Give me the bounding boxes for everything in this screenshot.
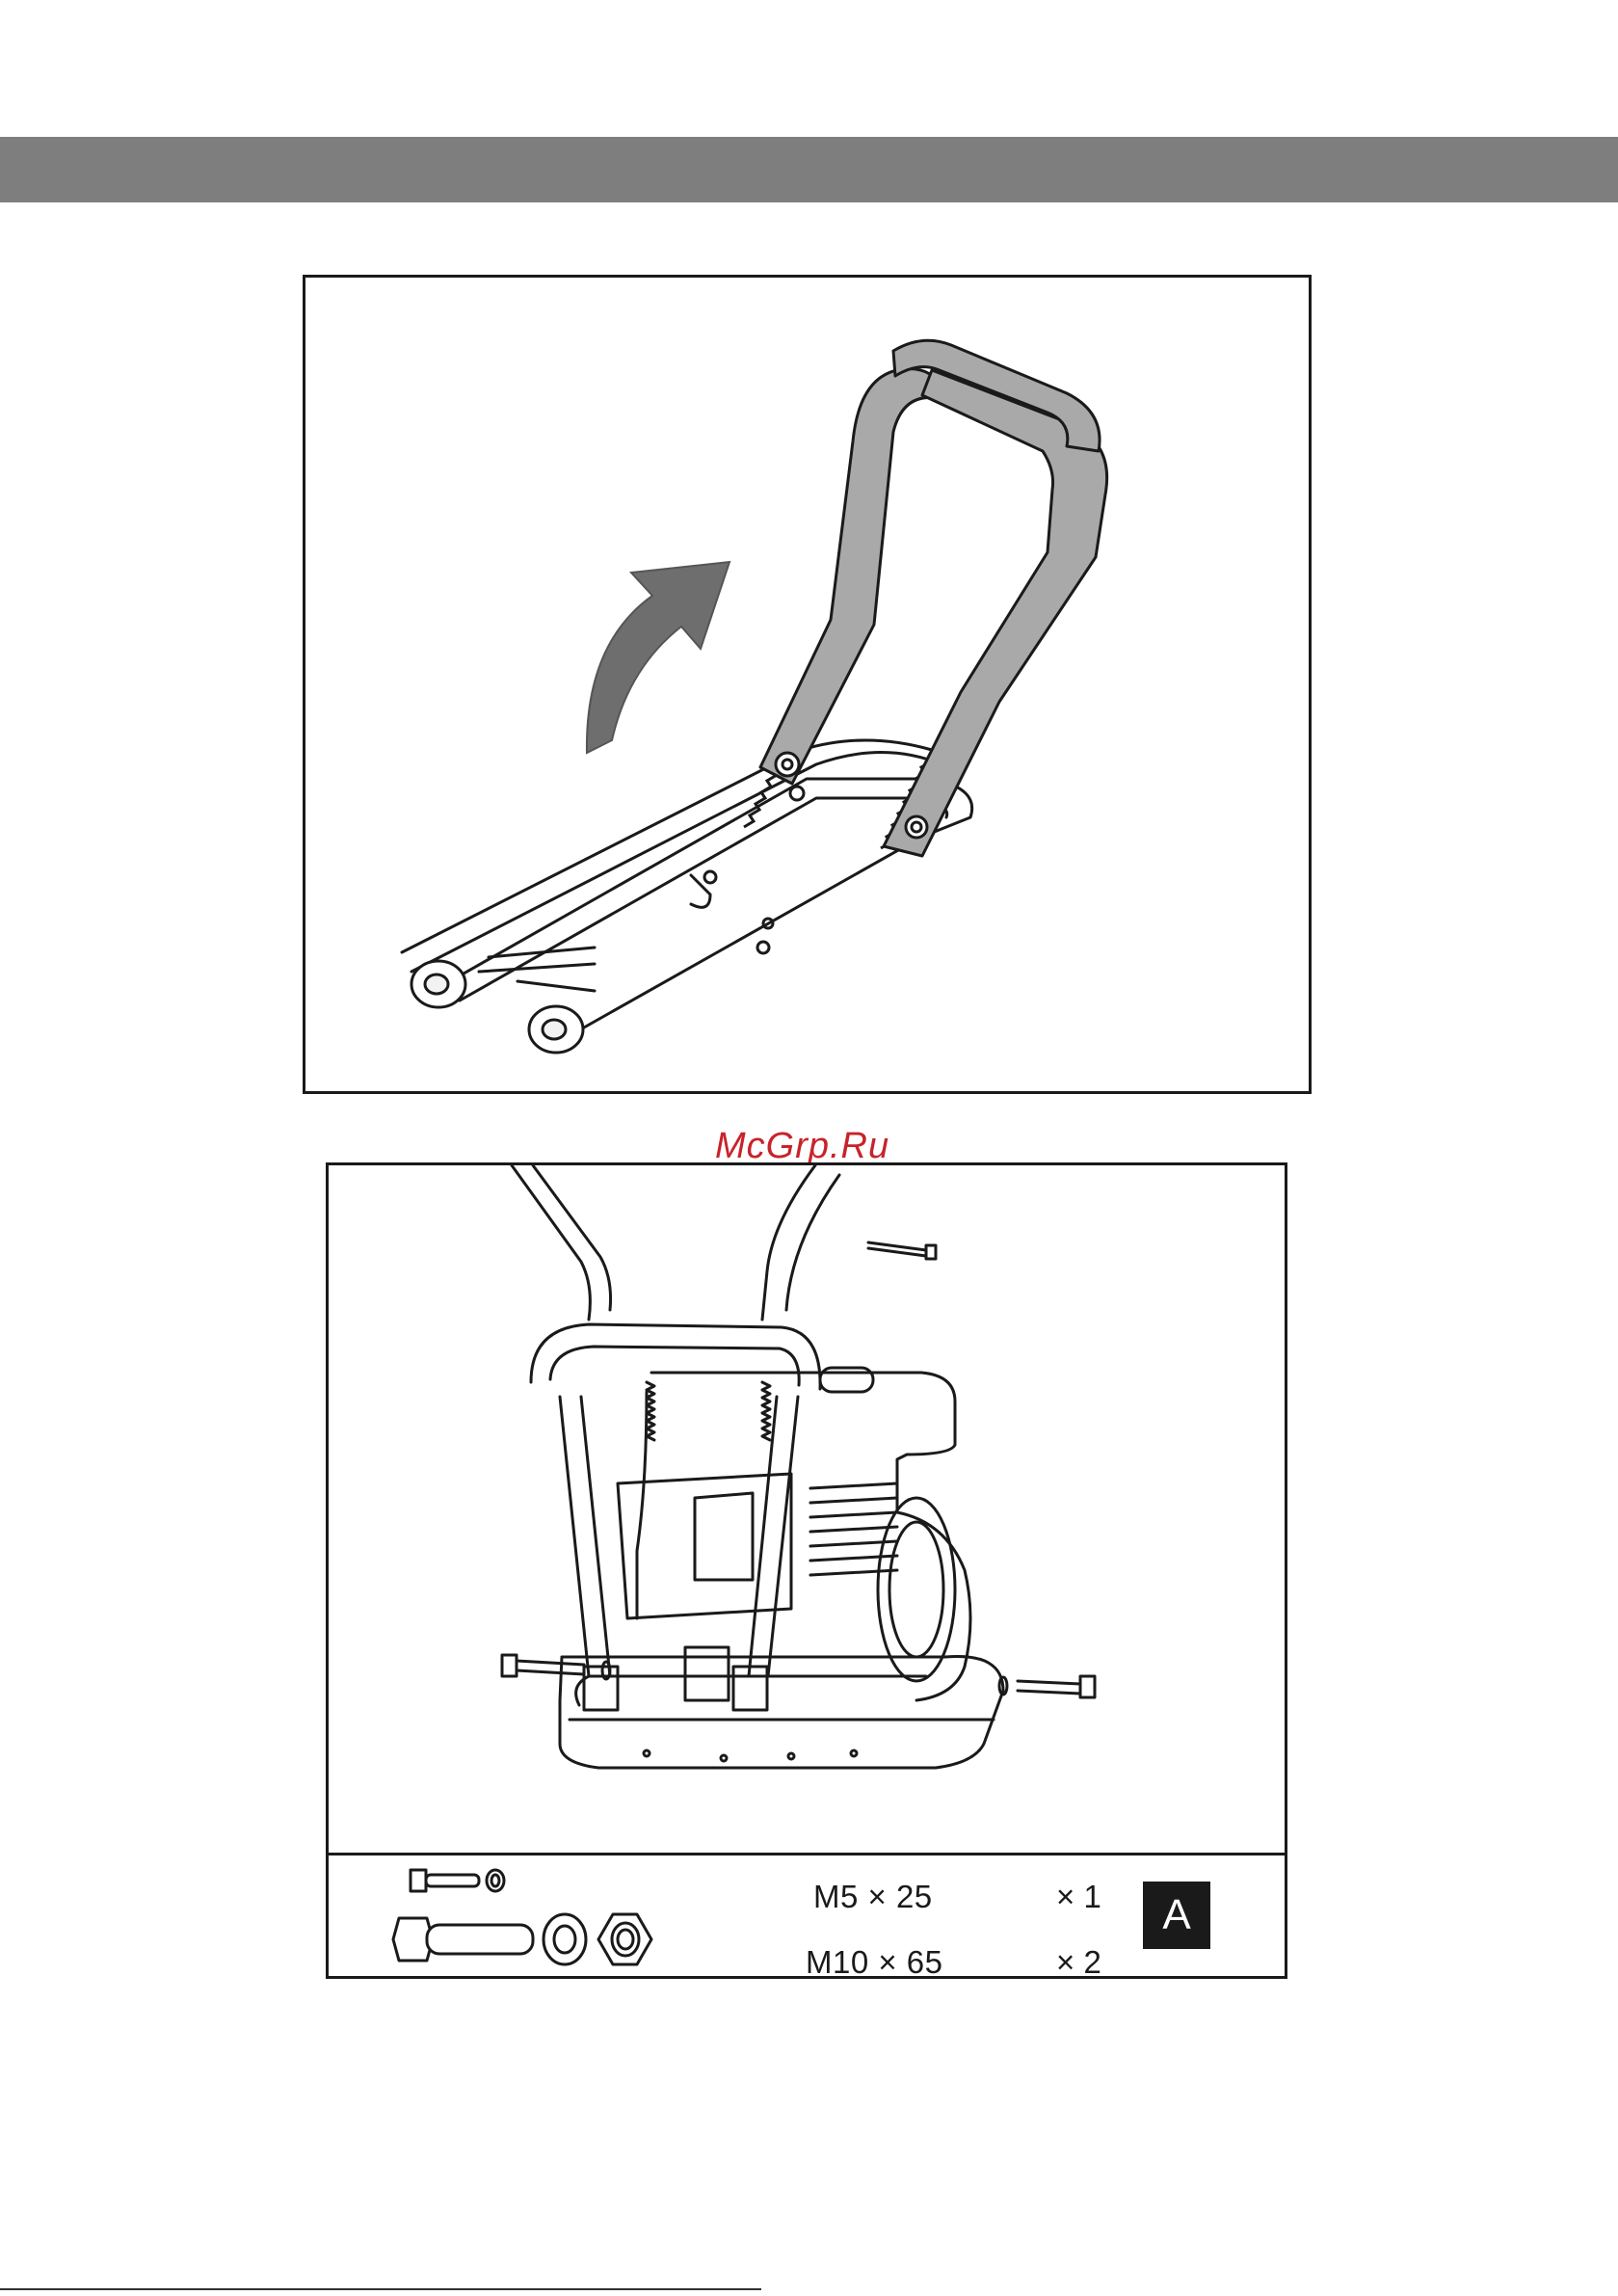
part-qty-m10: × 2 [1056, 1944, 1101, 1981]
footer-rule [0, 2288, 761, 2290]
parts-divider [329, 1853, 1285, 1855]
part-spec-m5: M5 × 25 [813, 1879, 933, 1915]
bolt-m10-icon [393, 1918, 533, 1961]
header-band [0, 137, 1618, 202]
bolt-m5-icon [411, 1870, 479, 1891]
watermark: McGrp.Ru [715, 1126, 889, 1167]
washer-small-icon [487, 1870, 504, 1891]
part-qty-m5: × 1 [1056, 1879, 1101, 1915]
wheel-left-icon [411, 961, 465, 1007]
part-spec-m10: M10 × 65 [806, 1944, 943, 1981]
plate-compactor-illustration [329, 1165, 1285, 1851]
washer-icon [544, 1914, 586, 1964]
hex-nut-icon [598, 1914, 651, 1964]
kit-badge: A [1143, 1882, 1210, 1949]
parts-icons [367, 1864, 714, 1989]
rotate-up-arrow-icon [587, 562, 729, 753]
figure-handle-unfold [303, 275, 1312, 1094]
handle-frame-illustration [305, 278, 1309, 1091]
figure-handle-mounting: M5 × 25 × 1 M10 × 65 × 2 A [326, 1162, 1287, 1979]
wheel-right-icon [529, 1006, 583, 1053]
